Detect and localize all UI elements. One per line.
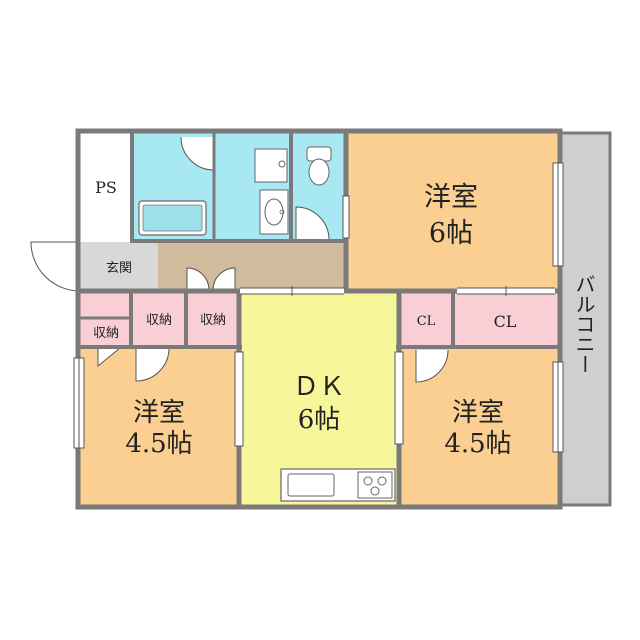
faucet-icon [279,209,285,215]
closet-large-area [455,292,558,347]
toilet-door [295,206,330,241]
bedroom-se-size: 4.5帖 [444,429,511,459]
bedroom-se-type: 洋室 [452,398,504,428]
bedroom-sw-door [135,347,170,382]
bedroom-sw [80,348,238,505]
bedroom-ne-type: 洋室 [424,182,478,213]
storage-door-right [212,267,236,291]
sink-basin-icon [264,198,284,226]
storage-upper-left [80,292,130,318]
bathroom-door [180,136,215,171]
burner-icon [377,476,387,486]
dk-type: ＤＫ [293,372,345,402]
storage-mid-1 [133,292,185,346]
storage-mid-1-label: 収納 [146,313,172,328]
burner-icon [370,486,380,496]
dk-size: 6帖 [298,405,341,435]
ps-label: PS [95,178,117,197]
openings [73,162,564,453]
entrance-area [80,242,158,290]
ps-room [80,133,132,240]
washing-machine-icon [278,160,286,168]
closet-small-label: CL [417,314,436,329]
hallway [158,242,345,290]
closet-small-area [400,292,452,347]
burner-icon [363,476,373,486]
storage-left-small-label: 収納 [93,326,119,341]
storage-mid-2-label: 収納 [200,313,226,328]
bedroom-sw-type: 洋室 [133,398,185,428]
toilet-icon [308,158,330,186]
storage-mid-2 [187,292,239,346]
stove-icon [357,471,393,499]
kitchen-sink-icon [287,473,335,497]
closet-large-label: CL [494,312,517,331]
bedroom-ne-size: 6帖 [429,218,473,249]
washroom-counter [254,148,288,183]
bathtub-basin [142,204,203,232]
balcony-label: バルコニー [572,274,596,374]
entrance-label: 玄関 [106,261,132,276]
bedroom-se-door [415,349,449,383]
storage-left-small [80,318,130,346]
storage-door-left [186,267,210,291]
bedroom-sw-size: 4.5帖 [125,429,192,459]
entrance-door [30,241,81,292]
storage-small-door [97,347,121,368]
bedroom-ne [347,133,558,290]
